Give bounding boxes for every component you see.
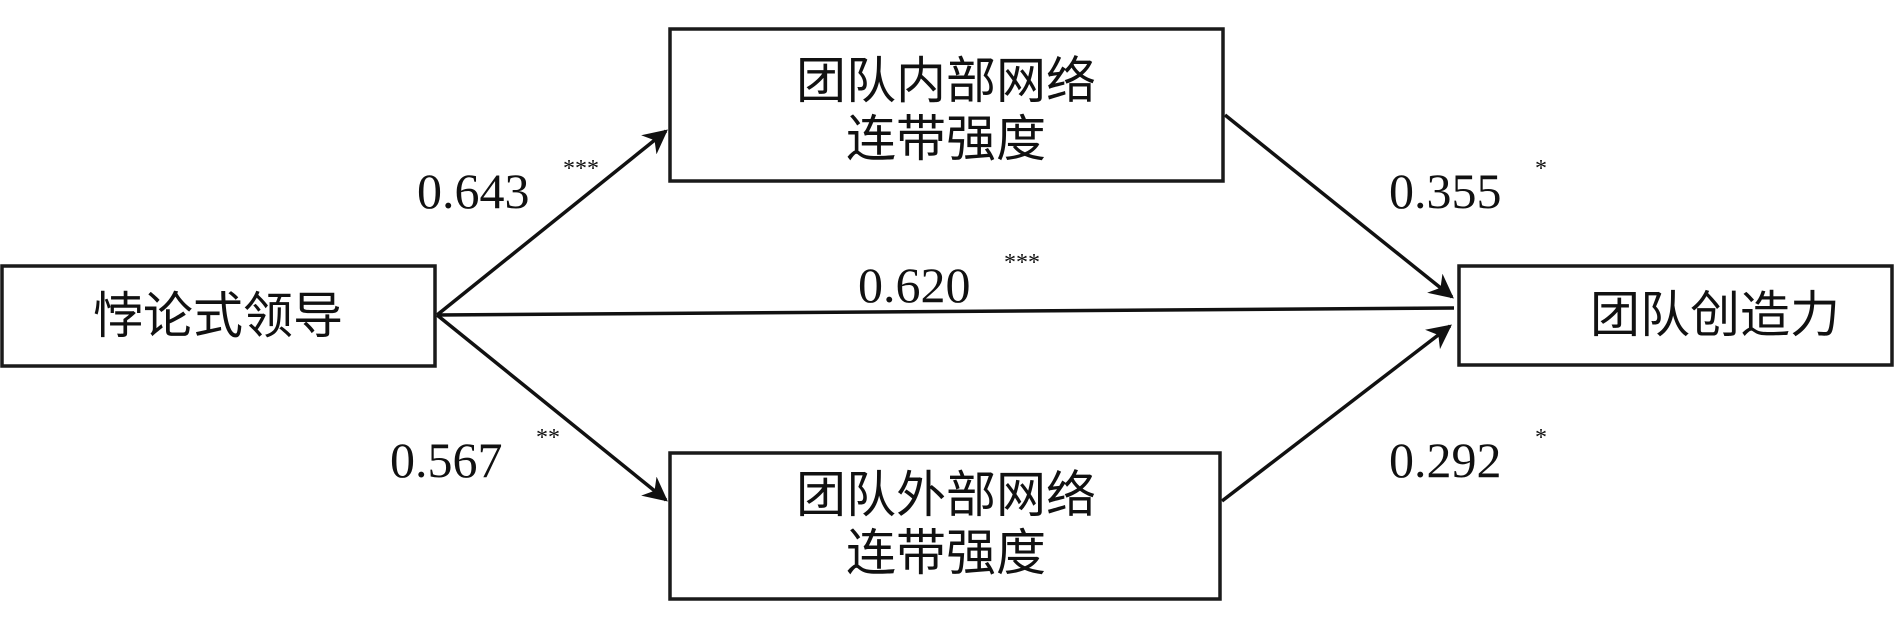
arrow-internal-to-creativity [1223, 113, 1454, 299]
significance-stars: * [1535, 425, 1547, 451]
significance-stars: * [1535, 156, 1547, 182]
arrow-lead-to-external [435, 313, 668, 502]
node-label: 团队创造力 [1590, 286, 1840, 344]
node-label-line1: 团队内部网络 [796, 52, 1096, 110]
node-external-tie: 团队外部网络 连带强度 [668, 451, 1222, 601]
coef-value: 0.643 [417, 163, 530, 219]
significance-stars: *** [1004, 250, 1040, 276]
significance-stars: *** [563, 156, 599, 182]
coef-value: 0.620 [858, 257, 971, 313]
coef-lead-to-internal: 0.643 *** [417, 156, 599, 219]
significance-stars: ** [536, 425, 560, 451]
node-internal-tie: 团队内部网络 连带强度 [668, 27, 1225, 183]
coef-value: 0.567 [390, 432, 503, 488]
arrow-lead-to-internal [435, 129, 668, 317]
coef-lead-to-external: 0.567 ** [390, 425, 560, 488]
coef-external-to-creativity: 0.292 * [1389, 425, 1547, 488]
arrow-lead-to-creativity [436, 306, 1455, 317]
coef-value: 0.292 [1389, 432, 1502, 488]
node-label-line1: 团队外部网络 [796, 466, 1096, 524]
arrow-external-to-creativity [1220, 324, 1452, 503]
coef-value: 0.355 [1389, 163, 1502, 219]
coef-internal-to-creativity: 0.355 * [1389, 156, 1547, 219]
node-label-line2: 连带强度 [846, 524, 1046, 582]
coef-lead-to-creativity: 0.620 *** [858, 250, 1040, 313]
node-label: 悖论式领导 [93, 287, 343, 345]
node-paradoxical-leadership: 悖论式领导 [0, 264, 437, 368]
node-team-creativity: 团队创造力 [1457, 264, 1894, 367]
node-label-line2: 连带强度 [846, 110, 1046, 168]
